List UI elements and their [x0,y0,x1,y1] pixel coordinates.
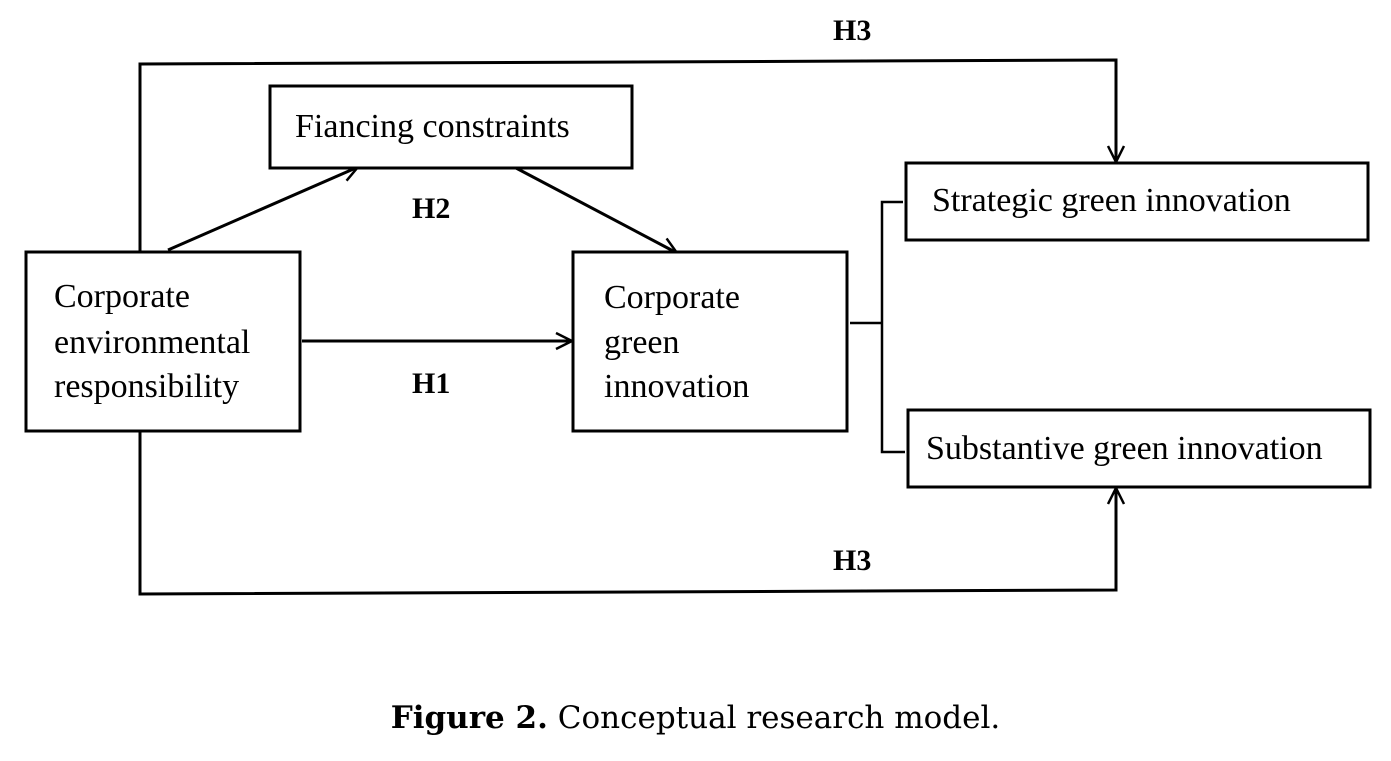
h2-edge-financing-to-cgi [515,166,677,255]
cer-line-3: responsibility [54,368,239,405]
cer-line-1: Corporate [54,278,190,315]
conceptual-model-diagram: Corporate environmental responsibility F… [24,14,1372,596]
h3-bottom-edge [138,430,1116,596]
cgi-line-2: green [604,324,680,361]
h2-label: H2 [412,192,450,225]
h1-label: H1 [412,367,450,400]
financing-label: Fiancing constraints [295,108,570,145]
h3-top-edge [138,58,1116,252]
node-corporate-green-innovation: Corporate green innovation [571,250,849,433]
cgi-line-3: innovation [604,368,749,405]
cgi-line-1: Corporate [604,279,740,316]
caption-label: Figure 2. [390,700,548,736]
h2-edge-cer-to-financing [167,167,358,252]
node-financing-constraints: Fiancing constraints [268,84,634,170]
substantive-label: Substantive green innovation [926,430,1323,467]
node-corporate-environmental-responsibility: Corporate environmental responsibility [24,250,302,433]
innovation-type-bracket [850,200,905,454]
figure-caption: Figure 2. Conceptual research model. [0,700,1391,736]
node-strategic-green-innovation: Strategic green innovation [904,161,1370,242]
h3-bottom-label: H3 [833,544,871,577]
strategic-label: Strategic green innovation [932,182,1291,219]
cer-line-2: environmental [54,324,250,361]
node-substantive-green-innovation: Substantive green innovation [906,408,1372,489]
h3-top-label: H3 [833,14,871,47]
caption-text: Conceptual research model. [547,700,1001,736]
